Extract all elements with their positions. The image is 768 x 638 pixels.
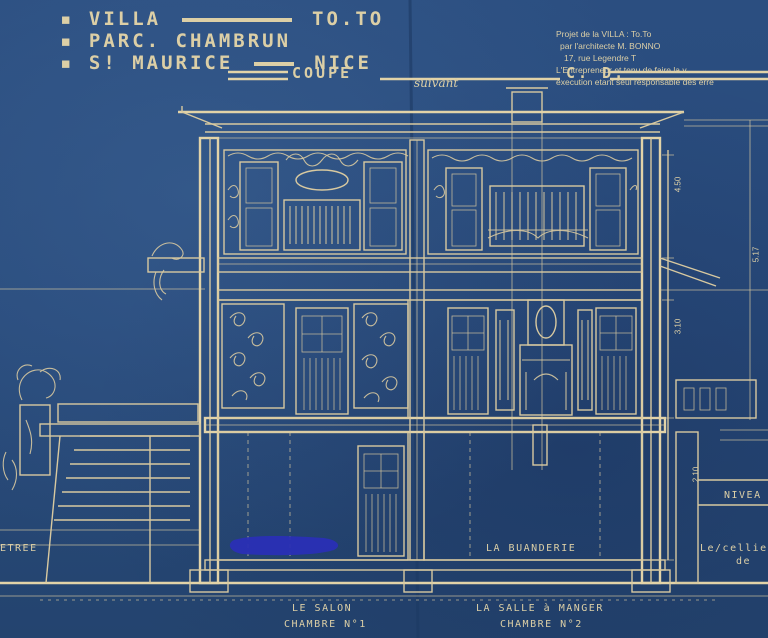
dining-buffet — [519, 299, 573, 416]
label-cellar: Le/cellier — [700, 543, 768, 554]
upper-left-room — [223, 149, 409, 255]
note-line: Projet de la VILLA : To.To — [556, 29, 652, 39]
upper-right-room — [427, 149, 639, 255]
section-label-rules — [228, 70, 768, 81]
title-location: PARC. CHAMBRUN — [88, 30, 292, 52]
note-line: 17, rue Legendre T — [564, 53, 637, 63]
dimension-label: 4.50 — [673, 176, 683, 193]
outer-walls — [198, 136, 662, 585]
label-dining-bedroom: CHAMBRE N°2 — [500, 619, 583, 630]
dimension-label: 2.10 — [691, 466, 701, 483]
left-terrace — [0, 242, 205, 584]
right-annexe — [659, 257, 768, 584]
label-nivea: NIVEA — [724, 490, 762, 501]
title-villa-name: TO.TO — [312, 8, 385, 30]
title-bullet: ▪ — [60, 30, 89, 52]
title-rule — [253, 61, 294, 66]
label-laundry: LA BUANDERIE — [486, 543, 577, 554]
footings — [40, 569, 720, 601]
title-bullet: ▪ — [60, 52, 89, 74]
label-salon-bedroom: CHAMBRE N°1 — [284, 619, 367, 630]
label-left-edge: ETREE — [0, 543, 38, 554]
label-salon: LE SALON — [292, 603, 353, 614]
title-district: S! MAURICE — [88, 52, 234, 74]
dining-room — [423, 299, 643, 419]
ink-stain — [229, 536, 339, 556]
label-cellar-2: de — [736, 556, 752, 567]
title-villa: VILLA — [88, 8, 162, 30]
label-dining: LA SALLE à MANGER — [476, 603, 604, 614]
section-label-suivant: suivant — [414, 76, 459, 90]
title-city: NICE — [314, 52, 372, 74]
chimney — [506, 87, 548, 470]
dimension-label: 5.17 — [751, 246, 761, 263]
note-line: par l'architecte M. BONNO — [560, 41, 661, 51]
note-line: L'Entrepreneur et tenu de faire la v — [556, 65, 687, 75]
note-line: execution etant seul responsable des err… — [556, 77, 714, 87]
title-bullet: ▪ — [60, 8, 89, 30]
roof-cornice — [178, 106, 768, 139]
section-label: COUPE — [292, 64, 352, 82]
title-rule — [181, 17, 292, 22]
salon-room — [217, 299, 409, 419]
section-label-cd: C. D. — [566, 64, 627, 82]
notes-block: Projet de la VILLA : To.To par l'archite… — [556, 28, 768, 88]
dimension-line — [662, 120, 751, 561]
section-label-coupe: COUPE — [292, 64, 353, 82]
dimension-label: 3.10 — [673, 318, 683, 335]
basement-right — [423, 431, 643, 561]
